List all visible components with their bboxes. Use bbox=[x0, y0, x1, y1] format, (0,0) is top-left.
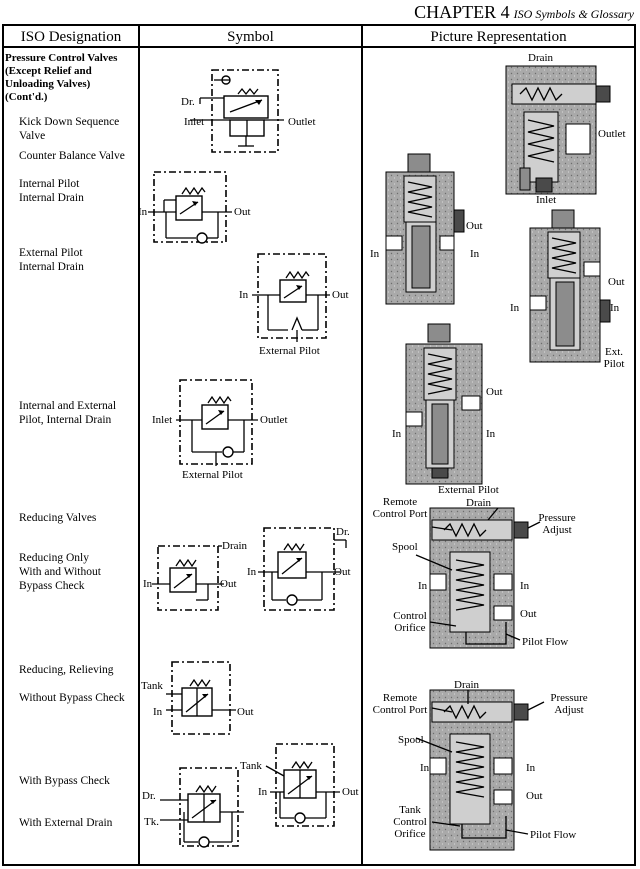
p2-in2-label: In bbox=[470, 248, 480, 260]
p6-in2-label: In bbox=[526, 762, 536, 774]
chapter-title: CHAPTER 4 bbox=[414, 2, 510, 22]
rb-out-label: Out bbox=[334, 566, 351, 578]
symbol-kick-down-sequence bbox=[190, 69, 284, 153]
picture-int-ext-pilot bbox=[405, 323, 483, 485]
label-kick-down: Kick Down Sequence Valve bbox=[19, 116, 120, 142]
picture-external-pilot bbox=[529, 209, 611, 363]
p6-pressure-label: Pressure Adjust bbox=[550, 692, 588, 716]
p5-in2-label: In bbox=[520, 580, 530, 592]
label-reducing-only: Reducing Only With and Without Bypass Ch… bbox=[19, 552, 101, 592]
p2-in-label: In bbox=[370, 248, 380, 260]
ip-in-label: In bbox=[138, 206, 148, 218]
p4-out-label: Out bbox=[486, 386, 503, 398]
wb-dr-label: Dr. bbox=[142, 790, 156, 802]
p5-drain-label: Drain bbox=[466, 497, 492, 509]
label-internal-external-pilot: Internal and External Pilot, Internal Dr… bbox=[19, 400, 117, 426]
column-header-picture: Picture Representation bbox=[363, 26, 634, 48]
section-title: Pressure Control Valves (Except Relief a… bbox=[5, 52, 118, 103]
symbol-internal-pilot-drain bbox=[148, 171, 232, 244]
chapter-subtitle: ISO Symbols & Glossary bbox=[513, 7, 634, 21]
p5-out-label: Out bbox=[520, 608, 537, 620]
rr-out-label: Out bbox=[237, 706, 254, 718]
label-with-bypass: With Bypass Check bbox=[19, 775, 110, 787]
iso-symbol-table: ISO Designation Symbol Picture Represent… bbox=[2, 24, 636, 866]
p1-drain-label: Drain bbox=[528, 52, 554, 64]
rb-dr-label: Dr. bbox=[336, 526, 350, 538]
p6-tank-orifice-label: Tank Control Orifice bbox=[393, 804, 427, 840]
p5-spool-label: Spool bbox=[392, 541, 418, 553]
label-reducing-valves: Reducing Valves bbox=[19, 512, 97, 524]
symbol-external-pilot-drain bbox=[252, 253, 330, 342]
iep-external-pilot-label: External Pilot bbox=[182, 469, 243, 481]
column-header-designation: ISO Designation bbox=[4, 26, 138, 48]
iep-inlet-label: Inlet bbox=[152, 414, 173, 426]
symbol-reducing-only bbox=[152, 545, 224, 611]
picture-kick-down bbox=[505, 65, 611, 195]
label-external-pilot: External Pilot Internal Drain bbox=[19, 247, 84, 273]
p5-pilot-flow-label: Pilot Flow bbox=[522, 636, 569, 648]
p4-external-pilot-label: External Pilot bbox=[438, 484, 499, 496]
symbol-relieving-bypass bbox=[160, 767, 244, 848]
ep-in-label: In bbox=[239, 289, 249, 301]
p5-orifice-label: Control Orifice bbox=[393, 610, 427, 634]
p2-out-label: Out bbox=[466, 220, 483, 232]
p6-out-label: Out bbox=[526, 790, 543, 802]
p3-out-label: Out bbox=[608, 276, 625, 288]
label-with-external-drain: With External Drain bbox=[19, 817, 113, 829]
rr-tank-label: Tank bbox=[141, 680, 163, 692]
p1-inlet-label: Inlet bbox=[536, 194, 557, 206]
p3-in-label: In bbox=[510, 302, 520, 314]
ip-out-label: Out bbox=[234, 206, 251, 218]
label-internal-pilot: Internal Pilot Internal Drain bbox=[19, 178, 84, 204]
p6-remote-label: Remote Control Port bbox=[372, 692, 428, 716]
symbol-reducing-bypass bbox=[258, 527, 347, 611]
column-divider-1 bbox=[138, 26, 140, 864]
label-counter-balance: Counter Balance Valve bbox=[19, 150, 125, 162]
symbol-reducing-relieving bbox=[166, 661, 236, 735]
p5-in-label: In bbox=[418, 580, 428, 592]
label-without-bypass: Without Bypass Check bbox=[19, 692, 125, 704]
iep-outlet-label: Outlet bbox=[260, 414, 288, 426]
p6-spool-label: Spool bbox=[398, 734, 424, 746]
p5-remote-label: Remote Control Port bbox=[372, 496, 428, 520]
p6-in-label: In bbox=[420, 762, 430, 774]
column-header-symbol: Symbol bbox=[140, 26, 361, 48]
rb-in-label: In bbox=[247, 566, 257, 578]
p5-pressure-label: Pressure Adjust bbox=[538, 512, 576, 536]
kick-dr-label: Dr. bbox=[181, 96, 195, 108]
ro-in-label: In bbox=[143, 578, 153, 590]
p6-drain-label: Drain bbox=[454, 679, 480, 691]
ep-out-label: Out bbox=[332, 289, 349, 301]
ep-external-pilot-label: External Pilot bbox=[259, 345, 320, 357]
picture-internal-pilot bbox=[385, 153, 465, 305]
p1-outlet-label: Outlet bbox=[598, 128, 626, 140]
wd-tank-label: Tank bbox=[240, 760, 262, 772]
kick-inlet-label: Inlet bbox=[184, 116, 205, 128]
label-reducing-relieving: Reducing, Relieving bbox=[19, 664, 114, 676]
symbol-relieving-ext-drain bbox=[265, 743, 340, 827]
p4-in-label: In bbox=[392, 428, 402, 440]
column-divider-2 bbox=[361, 26, 363, 864]
wd-in-label: In bbox=[258, 786, 268, 798]
picture-reducing-relieving bbox=[429, 689, 529, 851]
wd-out-label: Out bbox=[342, 786, 359, 798]
p6-pilot-flow-label: Pilot Flow bbox=[530, 829, 577, 841]
kick-outlet-label: Outlet bbox=[288, 116, 316, 128]
picture-reducing-valve bbox=[429, 507, 529, 649]
symbol-int-ext-pilot bbox=[176, 379, 258, 466]
p3-ext-label: Ext. bbox=[604, 346, 624, 358]
p3-pilot-label: Pilot bbox=[603, 358, 625, 370]
p3-in2-label: In bbox=[610, 302, 620, 314]
ro-out-label: Out bbox=[220, 578, 237, 590]
p4-in2-label: In bbox=[486, 428, 496, 440]
ro-drain-label: Drain bbox=[222, 540, 248, 552]
rr-in-label: In bbox=[153, 706, 163, 718]
wb-tk-label: Tk. bbox=[144, 816, 159, 828]
